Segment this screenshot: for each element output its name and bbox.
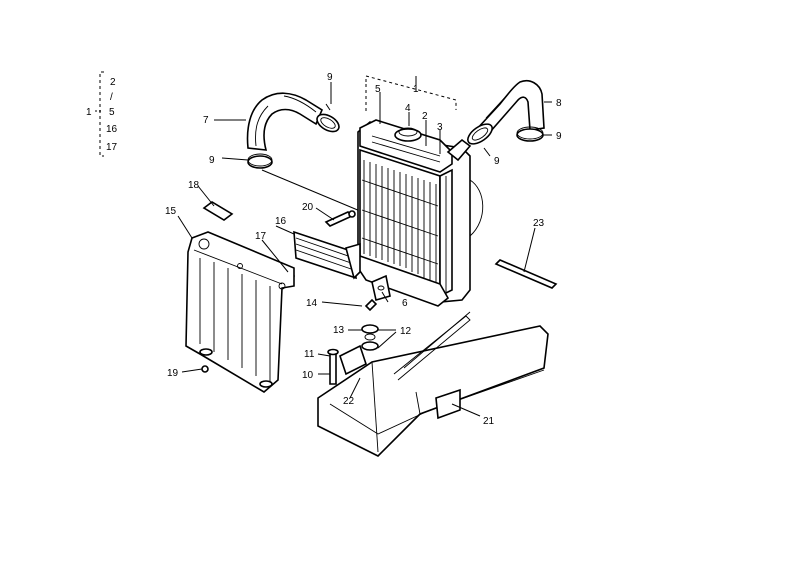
grille-screw	[201, 365, 209, 373]
radiator-grille	[185, 231, 295, 393]
callout-9-right: 9	[556, 131, 562, 142]
group-item-5: 5	[109, 107, 115, 118]
mounting-bracket	[371, 274, 391, 302]
mount-bolt	[327, 348, 339, 385]
callout-22: 22	[343, 396, 355, 407]
hose-clamp	[247, 153, 273, 169]
radiator	[357, 119, 484, 307]
svg-text:/: /	[110, 92, 113, 103]
callout-19: 19	[167, 368, 179, 379]
oil-cooler	[293, 230, 361, 280]
callout-12: 12	[400, 326, 412, 337]
callout-18: 18	[188, 180, 200, 191]
group-main-number: 1	[86, 107, 92, 118]
callout-20: 20	[302, 202, 314, 213]
callout-9-top: 9	[327, 72, 333, 83]
callout-6: 6	[402, 298, 408, 309]
support-frame	[317, 311, 549, 457]
callout-3: 3	[437, 122, 443, 133]
retaining-pin	[324, 210, 356, 227]
callout-7: 7	[203, 115, 209, 126]
callout-2: 2	[422, 111, 428, 122]
rubber-mount	[361, 298, 379, 351]
callout-5: 5	[375, 84, 381, 95]
group-item-2: 2	[110, 77, 116, 88]
sealing-strip	[494, 259, 558, 289]
group-item-17: 17	[106, 142, 118, 153]
group-legend: 1 2 / 5 16 17	[86, 71, 118, 157]
callout-16: 16	[275, 216, 287, 227]
callout-13: 13	[333, 325, 345, 336]
callout-21: 21	[483, 416, 495, 427]
upper-hose-left	[246, 92, 324, 151]
group-item-16: 16	[106, 124, 118, 135]
callout-17: 17	[255, 231, 267, 242]
callout-1: 1	[413, 84, 419, 95]
hose-clamp	[516, 126, 544, 142]
hose-clamp	[316, 103, 340, 133]
callout-8: 8	[556, 98, 562, 109]
callout-9-mid: 9	[494, 156, 500, 167]
upper-hose-right	[474, 79, 545, 133]
callout-4: 4	[405, 103, 411, 114]
emblem-badge	[202, 201, 234, 221]
callout-14: 14	[306, 298, 318, 309]
callout-9-left: 9	[209, 155, 215, 166]
callout-23: 23	[533, 218, 545, 229]
callout-labels: 1 2 3 4 5 6 7 8 9 9 9 9 10 11 12 13 14 1…	[165, 72, 562, 427]
callout-10: 10	[302, 370, 314, 381]
callout-15: 15	[165, 206, 177, 217]
callout-11: 11	[304, 349, 315, 360]
hose-clamp	[467, 123, 493, 145]
